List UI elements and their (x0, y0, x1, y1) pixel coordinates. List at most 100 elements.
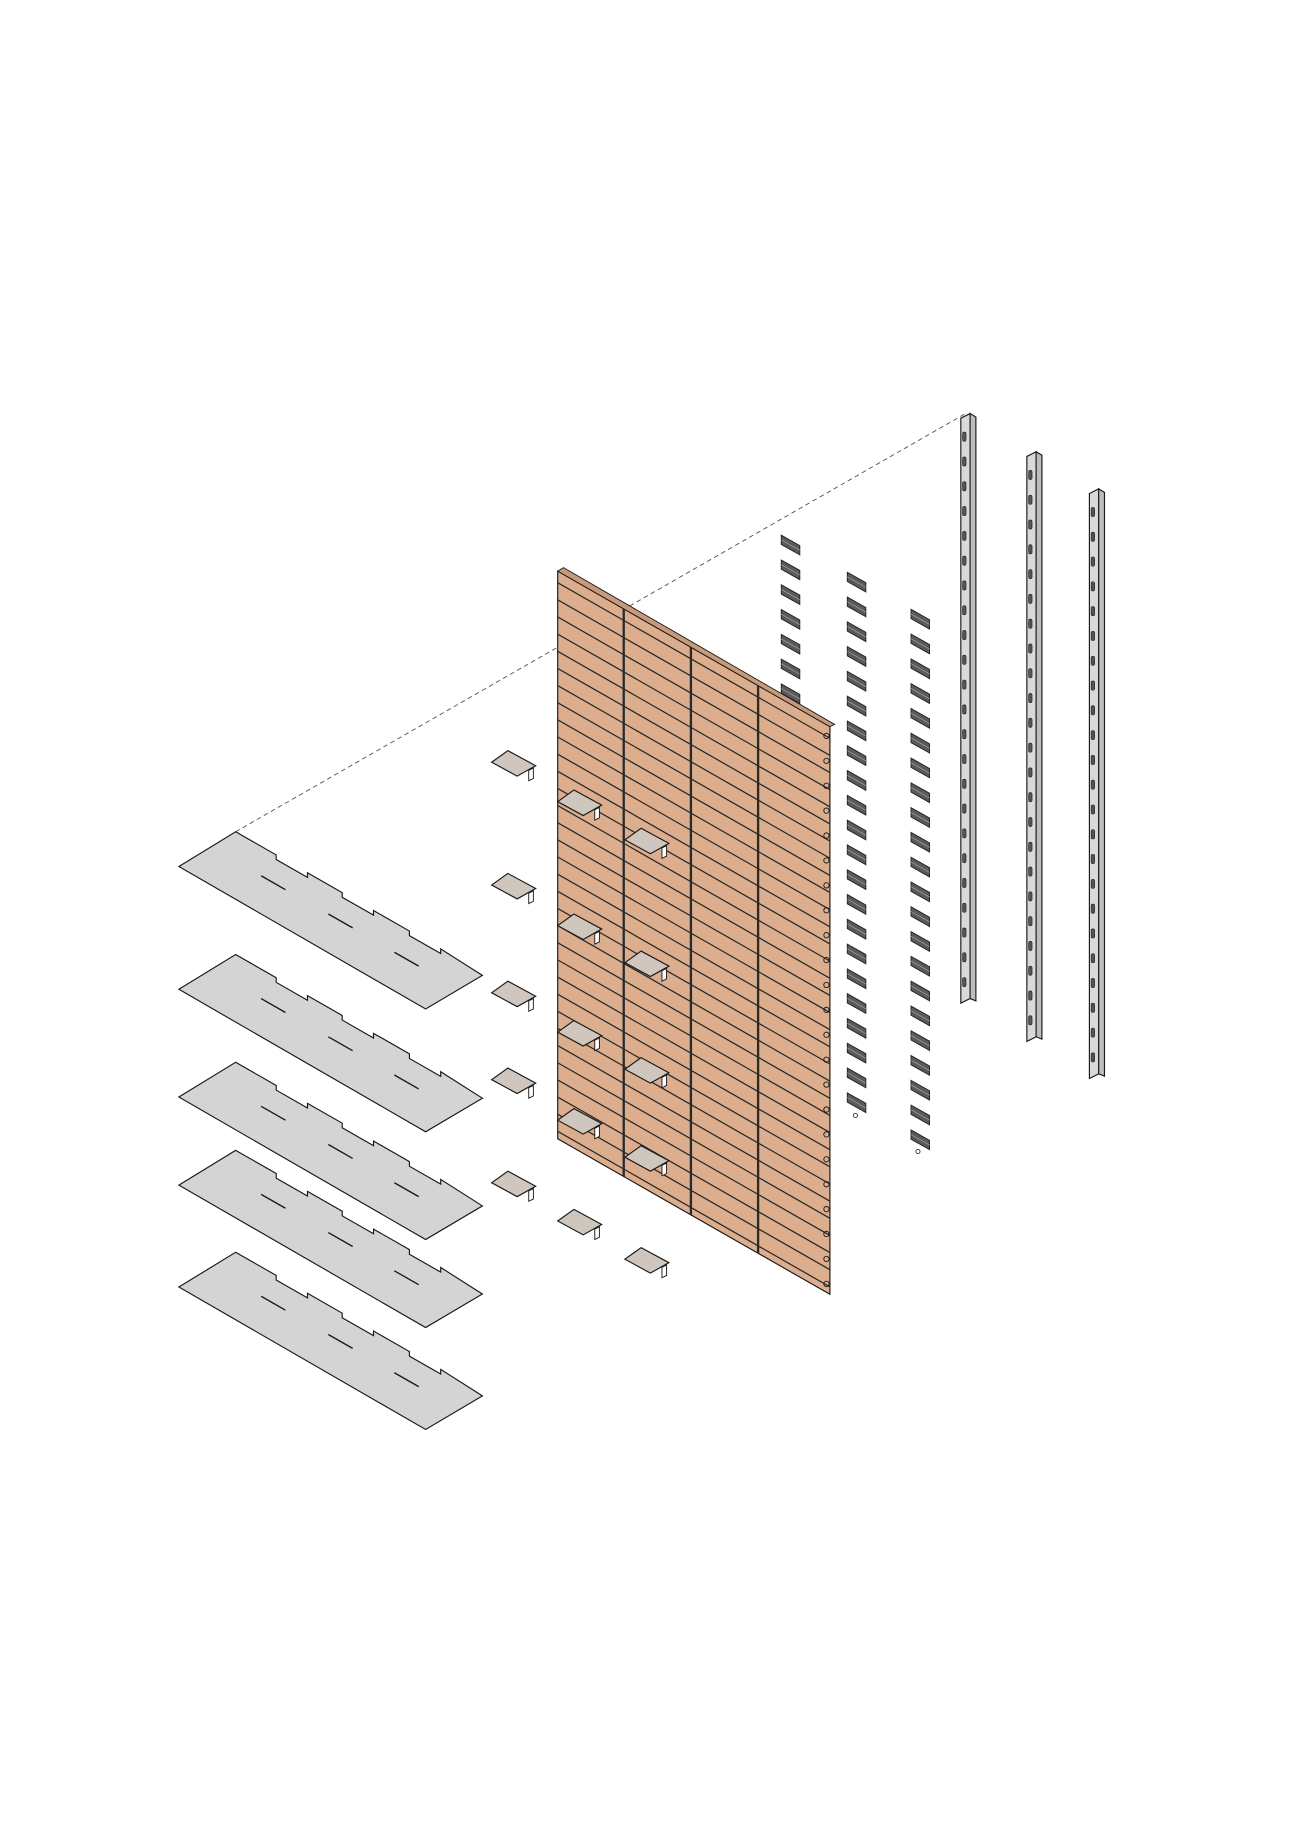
rail-slot (1090, 1002, 1095, 1013)
slat-line (557, 839, 831, 996)
mounting-clip (910, 980, 931, 1002)
mounting-clip (910, 1005, 931, 1027)
mounting-clip (780, 608, 801, 631)
mounting-clip (780, 559, 801, 581)
rail-slot (1028, 916, 1033, 927)
rail-slot (1028, 792, 1033, 803)
mounting-clip (780, 658, 801, 680)
bracket-plate (623, 950, 671, 978)
mounting-clip (846, 794, 867, 816)
plate-slot (394, 1182, 420, 1198)
bracket-leg (594, 1125, 600, 1140)
rail-slot (1090, 903, 1095, 914)
rail-slot (1090, 631, 1095, 641)
slat-line (557, 890, 831, 1048)
plate-slot (394, 1074, 420, 1090)
plate-shape (177, 953, 484, 1133)
slat-line (557, 1096, 831, 1254)
slat-line (557, 736, 831, 894)
plate-shape (177, 1061, 484, 1241)
rail-slot (1090, 854, 1095, 865)
bracket-leg (661, 1074, 668, 1089)
rail-slot (1090, 531, 1095, 542)
rail-slot (1090, 581, 1095, 592)
rail-slot (1090, 680, 1095, 691)
shelf-bracket (623, 1246, 671, 1279)
slat-line (557, 650, 831, 808)
bracket-leg (594, 1037, 600, 1052)
rail-slot (1090, 928, 1095, 939)
shelf-bracket (556, 1107, 603, 1140)
clip-screw (915, 1148, 921, 1154)
shelf-bracket (623, 827, 671, 860)
panel-edge-hole (823, 1156, 830, 1163)
slat-line (557, 856, 831, 1014)
shelf-bracket (490, 1067, 537, 1099)
panel-edge-hole (823, 907, 830, 914)
rail-slot (1090, 755, 1095, 765)
panel-edge-hole (823, 857, 830, 864)
clip-groove (847, 1072, 867, 1084)
clip-groove (910, 663, 930, 675)
panel-edge-hole (823, 832, 830, 839)
clip-groove (847, 874, 867, 886)
clip-groove (781, 688, 801, 700)
mounting-clip (910, 608, 931, 630)
rail-slot (1090, 730, 1095, 741)
bracket-leg (661, 844, 668, 860)
plate-slot (260, 1105, 286, 1121)
bracket-plate (490, 872, 537, 900)
panel-edge-hole (823, 932, 830, 939)
plate-slot (394, 1270, 420, 1286)
rail-slot (1090, 1052, 1095, 1063)
clip-groove (847, 601, 867, 613)
slat-line (557, 667, 831, 825)
vertical-rail (1026, 450, 1043, 1043)
bracket-plate (623, 1145, 671, 1172)
shelf-bracket (623, 1056, 671, 1089)
clip-groove (910, 762, 930, 774)
rail-slot (1090, 606, 1095, 617)
floor-plate (177, 831, 484, 1010)
clip-groove (781, 613, 801, 625)
bracket-plate (490, 1067, 537, 1095)
clip-groove (910, 787, 930, 799)
clip-groove (910, 861, 930, 873)
plate-slot (327, 1143, 353, 1160)
clip-groove (847, 675, 867, 687)
bracket-plate (556, 1208, 603, 1236)
clip-groove (910, 712, 930, 724)
rail-slot (1028, 941, 1033, 951)
slat-line (557, 702, 831, 859)
clip-groove (910, 638, 930, 650)
panel-edge-hole (823, 807, 830, 814)
clip-groove (781, 589, 801, 601)
slat-line (557, 1010, 831, 1168)
rail-slot (1028, 891, 1033, 902)
rail-slot (1090, 556, 1095, 567)
clip-groove (910, 935, 930, 948)
slat-line (557, 976, 831, 1134)
rail-slot (1028, 544, 1033, 555)
mounting-clip (910, 906, 931, 928)
clip-groove (910, 836, 930, 848)
plate-slot (327, 1231, 353, 1248)
slat-line (557, 685, 831, 842)
rail-slot (1028, 767, 1033, 778)
mounting-clip (910, 782, 931, 804)
plate-slot (260, 997, 286, 1014)
panel-edge-hole (823, 757, 830, 764)
mounting-clip (846, 868, 867, 891)
slat-line (557, 582, 831, 739)
mounting-clip (780, 534, 801, 556)
rail-slot (962, 530, 967, 541)
rail-slot (962, 630, 967, 640)
clip-groove (910, 811, 930, 824)
mounting-clip (910, 1054, 931, 1077)
rail-slot (962, 431, 967, 442)
rail-slot (1028, 494, 1033, 505)
rail-slot (1090, 779, 1095, 790)
mounting-clip (846, 1042, 867, 1064)
mounting-clip (910, 806, 931, 829)
